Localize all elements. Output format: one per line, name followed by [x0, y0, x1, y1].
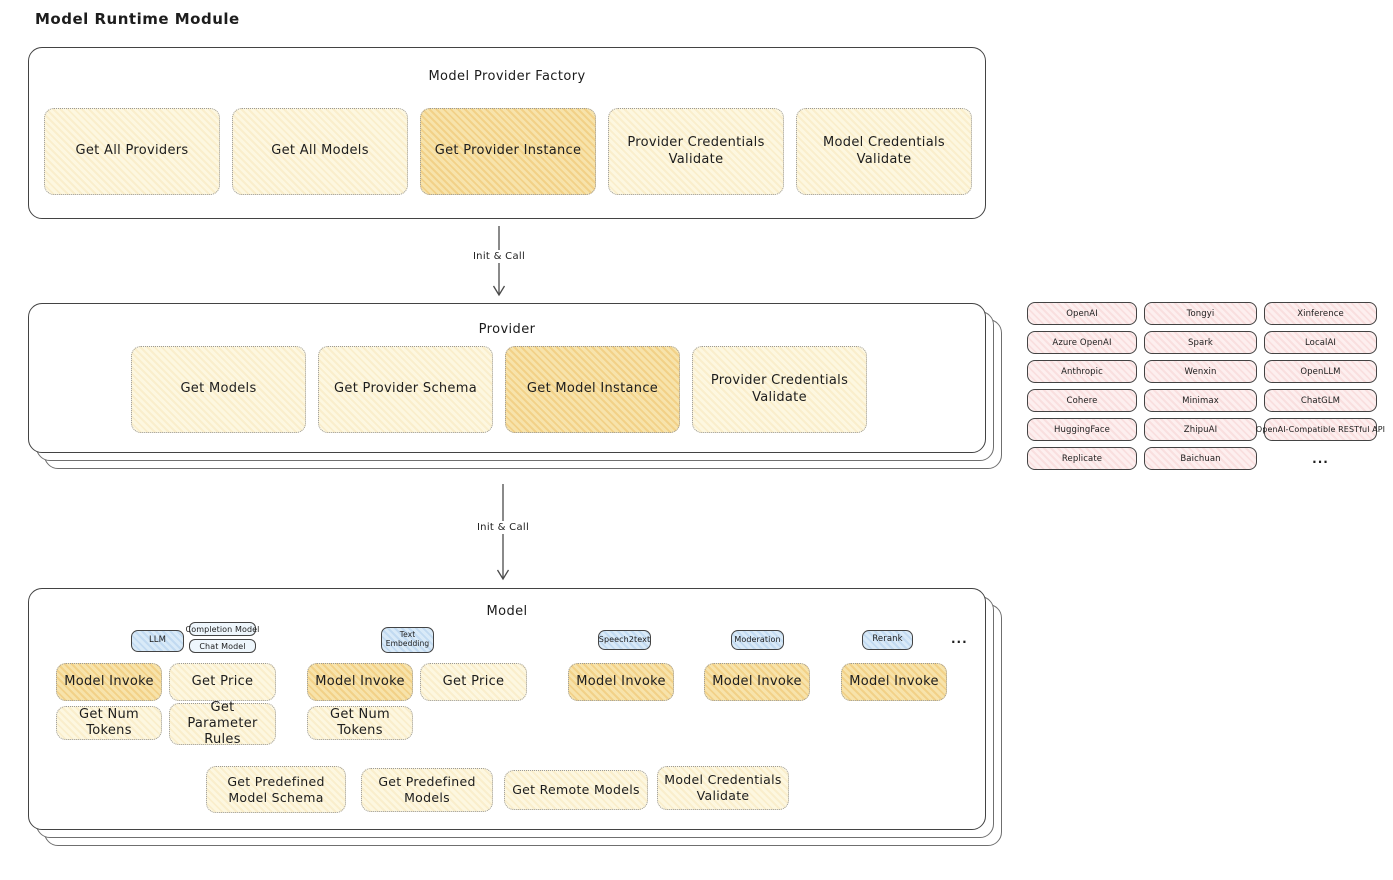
get-all-providers-box[interactable]: Get All Providers — [44, 108, 220, 195]
provider-panel[interactable]: Provider Get Models Get Provider Schema … — [28, 303, 986, 453]
provider-pill-openai[interactable]: OpenAI — [1027, 302, 1137, 325]
embedding-get-price-box[interactable]: Get Price — [420, 663, 527, 701]
get-provider-instance-box[interactable]: Get Provider Instance — [420, 108, 596, 195]
speech2text-model-invoke-box[interactable]: Model Invoke — [568, 663, 674, 701]
provider-pill-zhipuai[interactable]: ZhipuAI — [1144, 418, 1257, 441]
provider-pill-openai-compatible[interactable]: OpenAI-Compatible RESTful API — [1256, 418, 1385, 441]
provider-pill-cohere[interactable]: Cohere — [1027, 389, 1137, 412]
factory-function-row: Get All Providers Get All Models Get Pro… — [44, 108, 972, 195]
provider-pill-anthropic[interactable]: Anthropic — [1027, 360, 1137, 383]
get-predefined-models-box[interactable]: Get Predefined Models — [361, 768, 493, 812]
llm-get-parameter-rules-box[interactable]: Get Parameter Rules — [169, 700, 276, 747]
model-provider-factory-panel[interactable]: Model Provider Factory Get All Providers… — [28, 47, 986, 219]
tag-chat-model[interactable]: Chat Model — [189, 639, 256, 653]
tag-rerank[interactable]: Rerank — [862, 630, 913, 650]
moderation-model-invoke-box[interactable]: Model Invoke — [704, 663, 810, 701]
provider-pill-replicate[interactable]: Replicate — [1027, 447, 1137, 470]
embedding-model-invoke-box[interactable]: Model Invoke — [307, 663, 413, 701]
page-title: Model Runtime Module — [35, 10, 240, 28]
provider-pill-huggingface[interactable]: HuggingFace — [1027, 418, 1137, 441]
arrow2-label: Init & Call — [464, 521, 542, 534]
get-model-instance-box[interactable]: Get Model Instance — [505, 346, 680, 433]
provider-pill-openllm[interactable]: OpenLLM — [1264, 360, 1377, 383]
tag-completion-model[interactable]: Completion Model — [186, 622, 259, 636]
model-title: Model — [486, 604, 528, 619]
provider-pill-xinference[interactable]: Xinference — [1264, 302, 1377, 325]
tag-llm[interactable]: LLM — [131, 630, 184, 652]
provider-title: Provider — [478, 322, 536, 337]
model-panel[interactable]: Model LLM Completion Model Chat Model Te… — [28, 588, 986, 830]
llm-get-price-box[interactable]: Get Price — [169, 663, 276, 701]
get-provider-schema-box[interactable]: Get Provider Schema — [318, 346, 493, 433]
embedding-get-num-tokens-box[interactable]: Get Num Tokens — [307, 706, 413, 740]
provider-pill-tongyi[interactable]: Tongyi — [1144, 302, 1257, 325]
model-tags-ellipsis: ... — [951, 632, 968, 646]
get-remote-models-box[interactable]: Get Remote Models — [504, 770, 648, 810]
tag-moderation[interactable]: Moderation — [731, 630, 784, 650]
llm-model-invoke-box[interactable]: Model Invoke — [56, 663, 162, 701]
model-credentials-validate-box-2[interactable]: Model Credentials Validate — [657, 766, 789, 810]
provider-credentials-validate-box[interactable]: Provider Credentials Validate — [608, 108, 784, 195]
tag-speech2text[interactable]: Speech2text — [598, 630, 651, 650]
llm-get-num-tokens-box[interactable]: Get Num Tokens — [56, 706, 162, 740]
provider-function-row: Get Models Get Provider Schema Get Model… — [131, 346, 867, 433]
provider-pill-localai[interactable]: LocalAI — [1264, 331, 1377, 354]
provider-pill-azure-openai[interactable]: Azure OpenAI — [1027, 331, 1137, 354]
tag-text-embedding[interactable]: Text Embedding — [381, 627, 434, 653]
provider-pill-baichuan[interactable]: Baichuan — [1144, 447, 1257, 470]
model-provider-factory-title: Model Provider Factory — [428, 69, 586, 84]
providers-ellipsis: ... — [1312, 451, 1329, 466]
get-predefined-model-schema-box[interactable]: Get Predefined Model Schema — [206, 766, 346, 813]
arrow1-label: Init & Call — [460, 250, 538, 263]
model-credentials-validate-box[interactable]: Model Credentials Validate — [796, 108, 972, 195]
get-all-models-box[interactable]: Get All Models — [232, 108, 408, 195]
provider-credentials-validate-box-2[interactable]: Provider Credentials Validate — [692, 346, 867, 433]
provider-pill-chatglm[interactable]: ChatGLM — [1264, 389, 1377, 412]
get-models-box[interactable]: Get Models — [131, 346, 306, 433]
provider-pill-minimax[interactable]: Minimax — [1144, 389, 1257, 412]
provider-pill-wenxin[interactable]: Wenxin — [1144, 360, 1257, 383]
rerank-model-invoke-box[interactable]: Model Invoke — [841, 663, 947, 701]
provider-pill-spark[interactable]: Spark — [1144, 331, 1257, 354]
supported-providers-grid: OpenAI Tongyi Xinference Azure OpenAI Sp… — [1027, 302, 1385, 470]
